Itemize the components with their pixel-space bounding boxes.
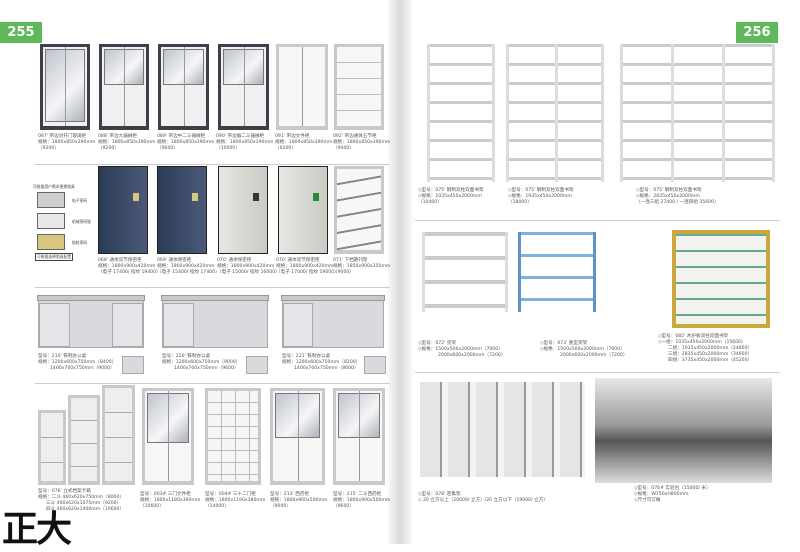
cabinet-image [218, 44, 269, 130]
card-cabinet-image [38, 410, 66, 485]
divider [35, 287, 390, 288]
product-caption: 089' 带边中二斗器械柜规格：1800x850x390mm（9600） [157, 134, 215, 151]
product-caption: 型号：003# 三门文件柜规格：1800x1180x390mm（10600） [140, 492, 201, 509]
product-caption: ◇型号：072' 货架◇规格：1500x500x2000mm（7000）2000… [418, 341, 506, 358]
cabinet-image [99, 44, 149, 130]
storage-rack-image [422, 232, 508, 312]
product-caption: 088' 带边大器械柜规格：1800x850x390mm（9200） [98, 134, 156, 151]
lock-label: 机械密码锁 [72, 219, 91, 224]
card-cabinet-image [68, 395, 100, 485]
cabinet-image [276, 44, 328, 130]
product-caption: 069' 通体保密柜规格：1800x900x420mm（电子 15400/ 指纹… [157, 258, 220, 275]
lock-legend-title: 可根据用户需求更换锁具 [33, 184, 75, 189]
product-caption: 087' 带边对开门玻璃柜规格：1800x850x390mm（9200） [38, 134, 96, 151]
divider [35, 164, 390, 165]
periodical-rack-image [334, 166, 384, 254]
safe-image [278, 166, 328, 254]
glass-cabinet-image [40, 44, 90, 130]
product-caption: ◇型号：078' 密集架◇ 20 立方以上（20000/ 立方）/20 立方以下… [418, 492, 548, 503]
product-caption: ◇型号：082' 木护板双柱双面书架◇一组：1035x450x2000mm（15… [658, 334, 753, 363]
page-number-right: 256 [736, 22, 778, 43]
product-caption: 型号：220' 铁制办公桌规格：1200x600x750mm（9000）1400… [162, 354, 241, 371]
card-cabinet-image [102, 385, 135, 485]
divider [415, 220, 780, 221]
cabinet-image [334, 44, 384, 130]
electronic-lock-image [37, 192, 65, 208]
desk-image [281, 295, 385, 348]
product-caption: 型号：221' 铁制办公桌规格：1200x600x750mm（8200）1400… [282, 354, 361, 371]
lock-label: 电子密码 [72, 198, 88, 203]
medicine-cabinet-image [333, 388, 385, 485]
product-caption: 型号：215' 二斗西药柜规格：1800x900x500mm（9600） [333, 492, 391, 509]
product-caption: ◇型号：075' 钢制双柱双面书架◇规格：1035x450x2000mm（104… [418, 188, 484, 205]
product-caption: 型号：210' 铁制办公桌规格：1200x600x750mm（8400）1400… [38, 354, 117, 371]
desk-thumbnail [122, 356, 144, 374]
product-caption: 型号：076' 立式档案卡箱规格：二斗 460x620x750mm（8000）三… [38, 489, 125, 512]
bookshelf-image [620, 44, 775, 182]
product-caption: ◇型号：075' 钢制双柱双面书架◇规格：2835x450x2000mm（一连三… [636, 188, 719, 205]
divider [35, 383, 390, 384]
safe-image [218, 166, 268, 254]
safe-image [157, 166, 207, 254]
heavy-rack-image [518, 232, 596, 312]
product-caption: 092' 带边通体五节柜规格：1800x850x390mm（9400） [333, 134, 391, 151]
product-caption: 型号：213' 西药柜规格：1800x900x500mm（9000） [270, 492, 328, 509]
fingerprint-lock-image [37, 234, 65, 250]
mobile-shelving-image [420, 382, 585, 477]
product-caption: ◇型号：073' 重型货架◇规格：1500x500x2000mm（7000）20… [540, 341, 628, 358]
safe-image [98, 166, 148, 254]
product-caption: 型号：004# 三十二门柜规格：1800x1190x380mm（14000） [205, 492, 266, 509]
product-caption: ◇型号：075' 钢制双柱双面书架◇规格：1935x450x2000mm（180… [508, 188, 574, 205]
left-page: 255 087' 带边对开门玻璃柜规格：1800x850x390mm（9200）… [0, 0, 400, 550]
desk-image [37, 295, 145, 348]
right-page: 256 ◇型号：075' 钢制双柱双面书架◇规格：1035x450x2000mm… [400, 0, 800, 544]
product-caption: 068' 通体双节保密柜规格：1800x900x420mm（电子 17400/ … [98, 258, 161, 275]
medicine-cabinet-image [270, 388, 325, 485]
wood-bookshelf-image [672, 230, 770, 328]
mechanical-lock-image [37, 213, 65, 229]
brand-logo: 正大 [2, 508, 72, 550]
desk-thumbnail [246, 356, 268, 374]
desk-thumbnail [364, 356, 386, 374]
lock-label: 指纹密码 [72, 240, 88, 245]
desk-image [161, 295, 269, 348]
cabinet-image [142, 388, 194, 485]
bookshelf-image [506, 44, 604, 182]
lock-legend-footer: 可根据选择锁具配置 [35, 253, 74, 261]
divider [415, 372, 780, 373]
product-caption: ◇型号：076# 实验台（15000/ 米）◇规格：W750xH800mm◇尺寸… [634, 486, 711, 503]
product-caption: 091' 带边文件柜规格：1800x850x390mm（9200） [275, 134, 333, 151]
lab-bench-image [595, 378, 772, 483]
product-caption: 090' 带边偏二斗器械柜规格：1800x850x390mm（10000） [216, 134, 274, 151]
page-number-left: 255 [0, 22, 42, 43]
cabinet-image [158, 44, 209, 130]
product-caption: 071' 下档期刊架规格：1850x900x350mm（9000） [333, 258, 391, 275]
bookshelf-image [427, 44, 495, 182]
locker-cabinet-image [205, 388, 261, 485]
product-caption: 070' 通体保密柜规格：1800x900x420mm（电子 15000/ 指纹… [217, 258, 280, 275]
product-caption: 070' 通体双节保密柜规格：1800x900x420mm（电子 17000/ … [276, 258, 339, 275]
